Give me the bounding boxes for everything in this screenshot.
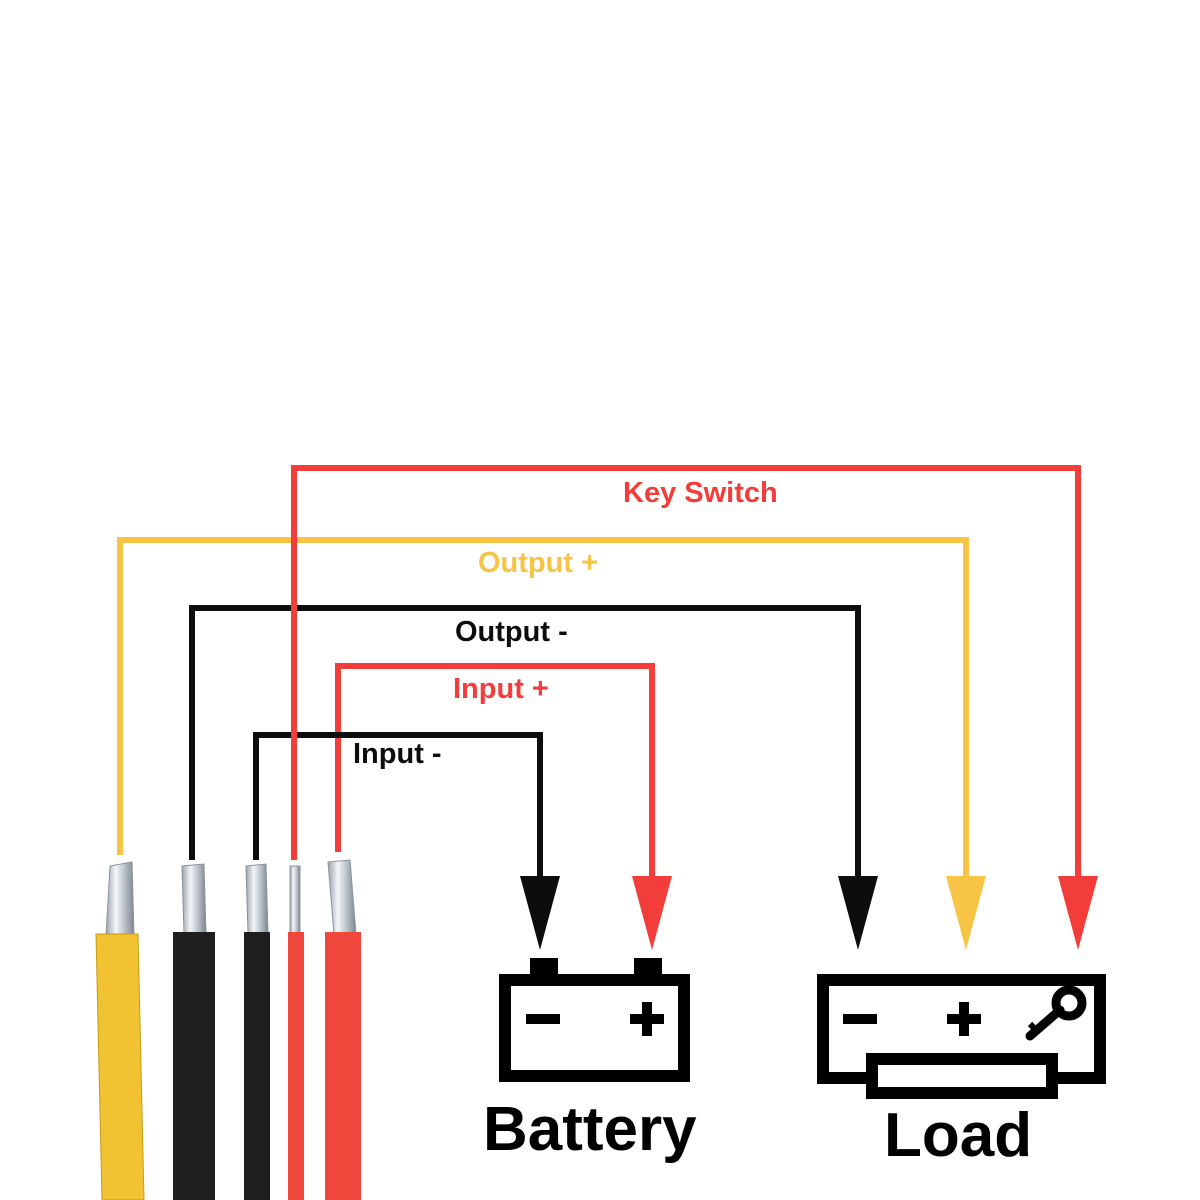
wire-output-plus: Output + bbox=[117, 537, 986, 950]
wire-key-switch-path bbox=[291, 465, 1081, 880]
load-label: Load bbox=[884, 1101, 1032, 1170]
wire-output-plus-path bbox=[117, 537, 969, 880]
wire-input-plus-path bbox=[335, 663, 655, 880]
label-input-plus: Input + bbox=[453, 673, 549, 705]
arrow-input-plus bbox=[632, 876, 672, 950]
cable-black-input-minus bbox=[244, 863, 270, 1200]
battery-body bbox=[499, 974, 690, 1082]
cable-yellow-output-plus bbox=[95, 861, 145, 1200]
load-plus-sign bbox=[947, 1002, 981, 1036]
load-body bbox=[817, 974, 1106, 1084]
arrow-output-minus bbox=[838, 876, 878, 950]
battery-terminal-minus bbox=[530, 958, 558, 978]
wire-output-minus-path bbox=[189, 605, 861, 880]
cable-insulation bbox=[95, 933, 145, 1200]
cable-insulation bbox=[325, 932, 361, 1200]
wire-input-minus: Input - bbox=[253, 732, 560, 950]
battery-symbol: Battery bbox=[483, 958, 697, 1164]
cable-strands bbox=[181, 863, 207, 935]
cable-strands bbox=[289, 865, 301, 935]
battery-terminal-plus bbox=[634, 958, 662, 978]
battery-minus-sign bbox=[526, 1014, 560, 1024]
wire-input-minus-path bbox=[253, 732, 543, 880]
cable-insulation bbox=[244, 932, 270, 1200]
cable-strands bbox=[327, 859, 357, 935]
load-minus-sign bbox=[843, 1014, 877, 1024]
cable-insulation bbox=[173, 932, 215, 1200]
cable-red-key-switch bbox=[288, 865, 304, 1200]
battery-label: Battery bbox=[483, 1095, 697, 1164]
cable-bundle bbox=[95, 859, 361, 1200]
label-key-switch: Key Switch bbox=[623, 477, 778, 509]
cable-insulation bbox=[288, 932, 304, 1200]
arrow-key-switch bbox=[1058, 876, 1098, 950]
label-input-minus: Input - bbox=[353, 738, 442, 770]
load-symbol: Load bbox=[817, 974, 1106, 1170]
label-output-minus: Output - bbox=[455, 616, 568, 648]
key-icon bbox=[1025, 985, 1087, 1041]
battery-plus-sign bbox=[630, 1002, 664, 1036]
cable-black-output-minus bbox=[173, 863, 215, 1200]
wire-key-switch: Key Switch bbox=[291, 465, 1098, 950]
arrow-input-minus bbox=[520, 876, 560, 950]
label-output-plus: Output + bbox=[478, 547, 598, 579]
arrow-output-plus bbox=[946, 876, 986, 950]
cable-strands bbox=[105, 861, 135, 937]
cable-strands bbox=[245, 863, 269, 935]
wire-output-minus: Output - bbox=[189, 605, 878, 950]
cable-red-input-plus bbox=[325, 859, 361, 1200]
load-resistor bbox=[866, 1053, 1058, 1099]
wire-input-plus: Input + bbox=[335, 663, 672, 950]
